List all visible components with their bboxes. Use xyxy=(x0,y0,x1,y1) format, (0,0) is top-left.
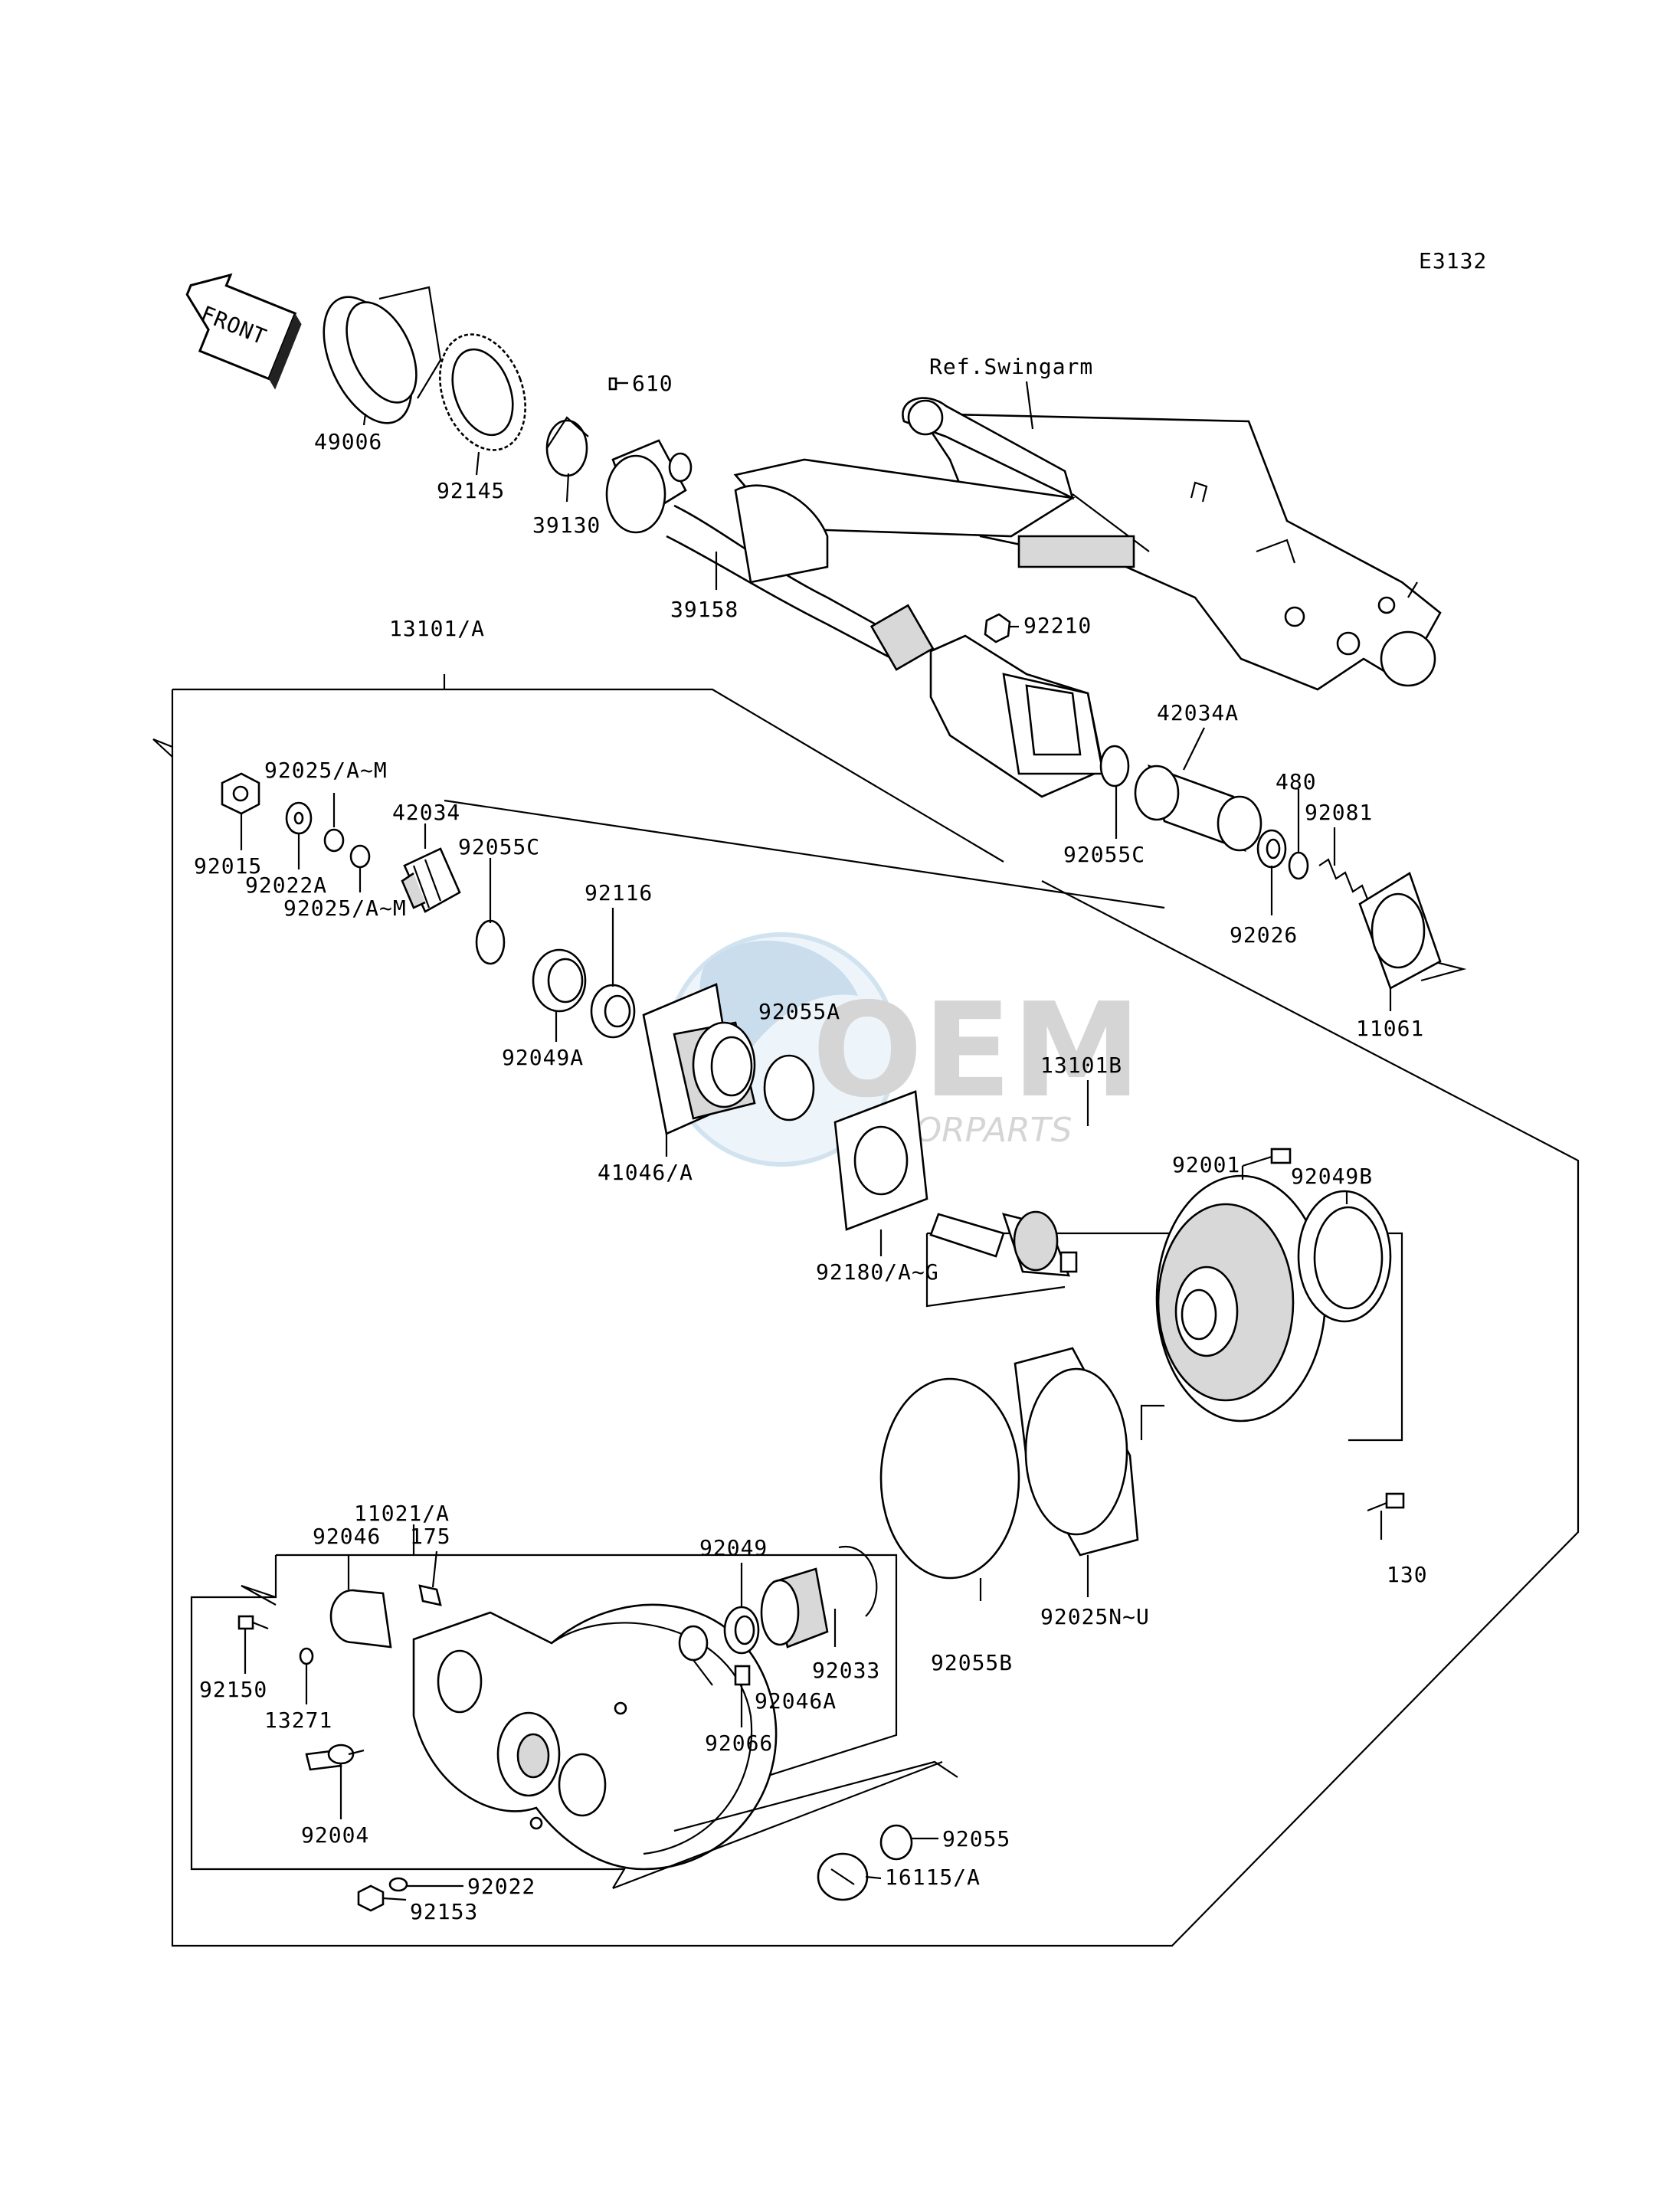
label-92055A: 92055A xyxy=(758,999,840,1024)
label-42034: 42034 xyxy=(392,800,460,825)
diagram-code: E3132 xyxy=(1419,248,1487,273)
label-175: 175 xyxy=(410,1524,451,1549)
label-92025NU: 92025N~U xyxy=(1040,1604,1150,1629)
label-92145: 92145 xyxy=(437,478,505,503)
label-92025AM-mid: 92025/A~M xyxy=(283,895,407,921)
label-92004: 92004 xyxy=(301,1822,369,1848)
plug-16115A xyxy=(817,1852,869,1901)
label-11021A: 11021/A xyxy=(354,1501,450,1526)
label-92049A: 92049A xyxy=(502,1045,584,1070)
stud-175 xyxy=(418,1584,442,1606)
bushing-92046A xyxy=(678,1625,709,1662)
label-92033: 92033 xyxy=(812,1658,880,1683)
bolt-130 xyxy=(1367,1492,1405,1512)
leader-lines xyxy=(240,381,1392,1901)
group-outline-13101B xyxy=(925,1233,1066,1308)
washer-92026 xyxy=(1256,829,1287,869)
label-92022A: 92022A xyxy=(245,873,327,898)
front-arrow-icon: FRONT xyxy=(185,273,302,390)
final-drive-case xyxy=(412,1603,778,1871)
label-13101B: 13101B xyxy=(1040,1053,1122,1078)
seal-92049B xyxy=(1297,1190,1392,1323)
circlip-92033 xyxy=(838,1545,878,1617)
seal-92049 xyxy=(723,1606,760,1655)
gasket-92180 xyxy=(833,1090,928,1231)
housing-41046A xyxy=(642,983,756,1135)
label-92025AM-top: 92025/A~M xyxy=(264,758,388,783)
label-13271: 13271 xyxy=(264,1708,332,1733)
seal-39130 xyxy=(545,416,589,477)
label-13101A: 13101/A xyxy=(389,616,485,641)
label-92055C-right: 92055C xyxy=(1063,842,1145,867)
label-92015: 92015 xyxy=(194,853,262,879)
label-41046A: 41046/A xyxy=(598,1160,693,1185)
label-130: 130 xyxy=(1387,1562,1428,1587)
nut-92015 xyxy=(221,772,260,815)
seal-92049A xyxy=(532,948,587,1013)
washer-92022 xyxy=(388,1877,408,1892)
pinion-42034 xyxy=(401,847,461,913)
label-92066: 92066 xyxy=(705,1730,773,1756)
label-92049: 92049 xyxy=(699,1535,768,1560)
oring-92055A xyxy=(763,1054,815,1121)
label-92046A: 92046A xyxy=(755,1688,837,1714)
label-39130: 39130 xyxy=(532,512,601,538)
oring-92055 xyxy=(879,1824,913,1861)
plug-92066 xyxy=(734,1665,751,1686)
label-42034A: 42034A xyxy=(1157,700,1239,725)
bolt-92153 xyxy=(357,1884,385,1912)
sleeve-42034A xyxy=(1134,764,1262,853)
label-92081: 92081 xyxy=(1305,800,1373,825)
oring-92055C-left xyxy=(475,919,506,965)
cover-11061 xyxy=(1358,872,1442,990)
bolt-92150 xyxy=(237,1615,269,1630)
label-92116: 92116 xyxy=(585,880,653,905)
shaft-39158 xyxy=(605,439,935,671)
label-11061: 11061 xyxy=(1356,1016,1424,1041)
label-92055C-left: 92055C xyxy=(458,834,540,859)
label-92022: 92022 xyxy=(467,1874,535,1899)
bushing-92046 xyxy=(329,1589,392,1649)
ref-swingarm-label: Ref.Swingarm xyxy=(929,354,1093,379)
breather-92004 xyxy=(305,1744,365,1771)
bearing-92116 xyxy=(590,984,636,1039)
label-92001: 92001 xyxy=(1172,1152,1240,1177)
group-outline-13101A xyxy=(171,689,1580,1947)
label-92026: 92026 xyxy=(1230,922,1298,948)
shaft-housing xyxy=(929,634,1105,798)
label-92150: 92150 xyxy=(199,1677,267,1702)
swingarm xyxy=(733,397,1442,691)
label-92210: 92210 xyxy=(1023,613,1092,638)
oring-92055C-right xyxy=(1099,745,1130,787)
bearing-49006 xyxy=(323,286,442,424)
watermark-brand: OEM xyxy=(812,975,1141,1127)
bolt-92001 xyxy=(1242,1148,1292,1167)
label-16115A: 16115/A xyxy=(885,1865,981,1890)
bolt-92210 xyxy=(984,613,1011,643)
pinion-shaft xyxy=(929,1210,1078,1277)
label-92180AG: 92180/A~G xyxy=(816,1259,939,1285)
circlip-480 xyxy=(1288,851,1309,880)
group-outline-11021A xyxy=(190,1555,626,1889)
gasket-92025NU xyxy=(1014,1347,1139,1557)
oring-92055B xyxy=(879,1377,1020,1580)
spring-92081 xyxy=(1318,858,1371,905)
washer-13271 xyxy=(299,1647,314,1665)
label-92046: 92046 xyxy=(313,1524,381,1549)
shim-92025-top xyxy=(323,828,345,853)
washer-92022A xyxy=(285,801,313,835)
label-610: 610 xyxy=(632,371,673,396)
label-39158: 39158 xyxy=(670,597,738,622)
label-92153: 92153 xyxy=(410,1899,478,1924)
bearing-92033 xyxy=(760,1567,829,1649)
clamp-92145 xyxy=(439,333,526,451)
label-92055: 92055 xyxy=(942,1826,1010,1852)
label-49006: 49006 xyxy=(314,429,382,454)
label-92055B: 92055B xyxy=(931,1650,1013,1675)
ring-gear xyxy=(1155,1174,1327,1423)
label-92049B: 92049B xyxy=(1291,1164,1373,1189)
label-480: 480 xyxy=(1276,769,1317,794)
shim-92025-mid xyxy=(349,844,371,869)
